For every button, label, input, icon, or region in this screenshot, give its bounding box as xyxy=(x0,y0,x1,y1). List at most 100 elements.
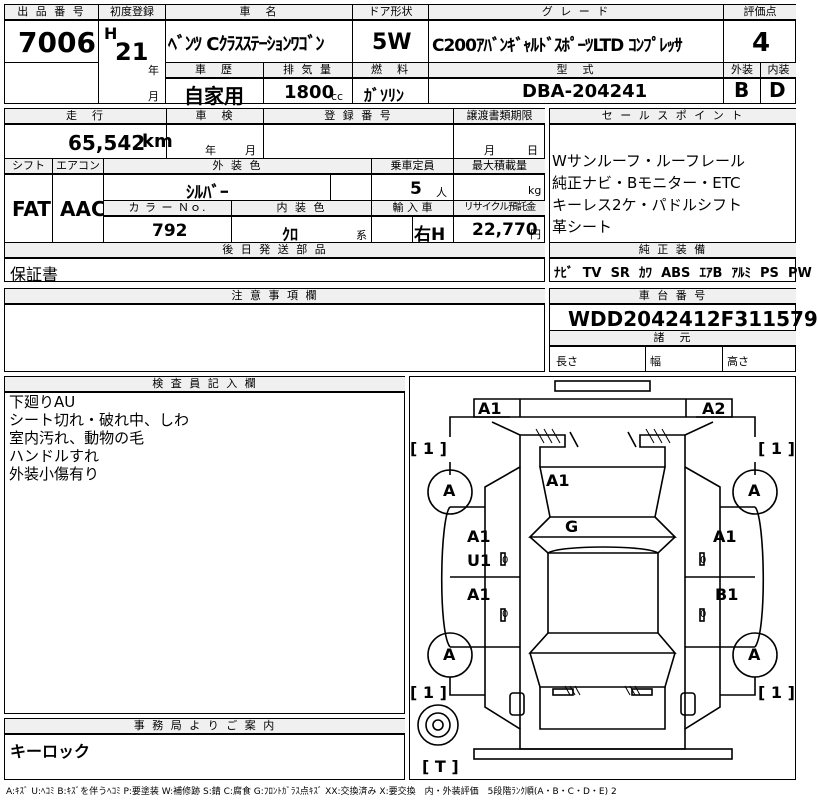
capacity-label: 乗車定員 xyxy=(372,159,453,174)
colorno-value: 792 xyxy=(152,221,188,241)
svg-text:0: 0 xyxy=(700,609,706,620)
year-unit: 年 xyxy=(148,64,159,77)
sales-lines: Wサンルーフ・ルーフレール 純正ナビ・Bモニター・ETC キーレス2ケ・パドルシ… xyxy=(552,152,792,236)
height-label: 高さ xyxy=(727,355,749,368)
equip-item: PW xyxy=(787,266,812,281)
equip-item: ﾅﾋﾞ xyxy=(554,266,574,281)
int-grade: D xyxy=(769,78,786,102)
inspector-line: シート切れ・破れ中、しわ xyxy=(9,411,190,429)
sales-line: 革シート xyxy=(552,218,613,236)
width-label: 幅 xyxy=(650,355,661,368)
mark-tire-spare: [ T ] xyxy=(422,757,459,776)
history-value: 自家用 xyxy=(184,84,244,108)
equip-item: ｶﾜ xyxy=(639,266,652,281)
mark-wheel-rl: A xyxy=(443,645,456,664)
grade-label: グ レ ー ド xyxy=(429,5,723,20)
mark-right-front-door: A1 xyxy=(713,527,737,546)
int-label: 内装 xyxy=(761,63,796,78)
mark-hood: A1 xyxy=(546,471,570,490)
plate-label: 登 録 番 号 xyxy=(264,109,453,124)
ac-label: エアコン xyxy=(53,159,103,174)
inspection-label: 車 検 xyxy=(167,109,263,124)
later-value: 保証書 xyxy=(10,265,59,284)
import-value: 右H xyxy=(414,225,446,245)
equip-item: ｱﾙﾐ xyxy=(731,266,751,281)
sales-point-block xyxy=(549,108,796,282)
mark-roof: G xyxy=(565,517,579,536)
mark-wheel-rr: A xyxy=(748,645,761,664)
equip-item: PS xyxy=(760,266,779,281)
inspector-line: 室内汚れ、動物の毛 xyxy=(9,429,145,447)
sales-line: キーレス2ケ・パドルシフト xyxy=(552,196,742,214)
legend-text: A:ｷｽﾞ U:ﾍｺﾐ B:ｷｽﾞを伴うﾍｺﾐ P:要塗装 W:補修跡 S:錆 … xyxy=(6,787,617,797)
shift-value: FAT xyxy=(12,197,51,221)
inspector-label: 検 査 員 記 入 欄 xyxy=(5,377,405,392)
import-label: 輸 入 車 xyxy=(372,201,453,216)
equip-list: ﾅﾋﾞ TV SR ｶﾜ ABS ｴｱB ｱﾙﾐ PS PW xyxy=(554,262,812,281)
transfer-month-unit: 月 xyxy=(484,144,495,157)
recycle-label: リサイクル預託金 xyxy=(454,201,545,216)
mark-tire-fr: [ 1 ] xyxy=(758,439,795,458)
mark-right-rear-door: B1 xyxy=(715,585,739,604)
car-name: ﾍﾞﾝﾂ Cｸﾗｽｽﾃｰｼｮﾝﾜｺﾞﾝ xyxy=(168,34,324,55)
score-label: 評価点 xyxy=(724,5,796,20)
equip-item: SR xyxy=(610,266,630,281)
transfer-day-unit: 日 xyxy=(527,144,538,157)
km-unit: km xyxy=(142,131,173,152)
sales-line: Wサンルーフ・ルーフレール xyxy=(552,152,746,170)
door-value: 5W xyxy=(372,30,412,55)
inspector-line: 下廻りAU xyxy=(9,393,76,411)
spec-label: 諸 元 xyxy=(550,331,796,346)
recycle-value: 22,770 xyxy=(472,220,538,240)
mark-tire-rr: [ 1 ] xyxy=(758,683,795,702)
name-label: 車 名 xyxy=(166,5,352,20)
mark-tire-rl: [ 1 ] xyxy=(410,683,447,702)
sales-label: セ ー ル ス ポ イ ン ト xyxy=(550,109,796,124)
capacity-value: 5 xyxy=(410,179,422,199)
mark-left-front-door-2: U1 xyxy=(467,551,492,570)
mark-wheel-fl: A xyxy=(443,481,456,500)
mark-front-left: A1 xyxy=(478,399,502,418)
sales-line: 純正ナビ・Bモニター・ETC xyxy=(552,174,741,192)
svg-text:0: 0 xyxy=(502,609,508,620)
load-label: 最大積載量 xyxy=(454,159,545,174)
color-value: ｼﾙﾊﾞｰ xyxy=(186,183,229,203)
svg-text:0: 0 xyxy=(502,555,508,566)
caution-label: 注 意 事 項 欄 xyxy=(5,289,545,304)
mark-wheel-fr: A xyxy=(748,481,761,500)
mark-tire-fl: [ 1 ] xyxy=(410,439,447,458)
ac-value: AAC xyxy=(60,197,106,221)
svg-text:0: 0 xyxy=(700,555,706,566)
caution-block xyxy=(4,288,545,372)
grade-value: C200ｱﾊﾞﾝｷﾞｬﾙﾄﾞｽﾎﾟｰﾂLTD ｺﾝﾌﾟﾚｯｻ xyxy=(432,36,683,56)
equip-item: ABS xyxy=(661,266,691,281)
mark-left-front-door: A1 xyxy=(467,527,491,546)
lot-number: 7006 xyxy=(18,26,96,59)
ext-grade: B xyxy=(734,78,750,102)
shift-label: シフト xyxy=(5,159,52,174)
month-unit: 月 xyxy=(148,90,159,103)
door-label: ドア形状 xyxy=(353,5,428,20)
score-value: 4 xyxy=(752,28,771,58)
later-label: 後 日 発 送 部 品 xyxy=(5,243,545,258)
cc-unit: cc xyxy=(331,90,344,103)
office-text: キーロック xyxy=(10,742,91,761)
vehicle-info-block xyxy=(4,108,545,282)
chassis-label: 車 台 番 号 xyxy=(550,289,796,304)
inspector-line: 外装小傷有り xyxy=(9,465,100,483)
mileage-label: 走 行 xyxy=(5,109,166,124)
disp-label: 排 気 量 xyxy=(264,63,352,78)
colorno-label: カ ラ ー Ｎｏ. xyxy=(104,201,231,216)
yen-unit: 円 xyxy=(530,228,541,241)
lot-label: 出 品 番 号 xyxy=(5,5,98,20)
fuel-value: ｶﾞｿﾘﾝ xyxy=(364,86,405,105)
inspector-line: ハンドルすれ xyxy=(9,447,100,465)
interior-value: ｸﾛ xyxy=(282,225,299,244)
mark-left-rear-door: A1 xyxy=(467,585,491,604)
model-label: 型 式 xyxy=(429,63,723,78)
reg-year: 21 xyxy=(115,38,149,66)
ext-label: 外装 xyxy=(724,63,760,78)
office-label: 事 務 局 よ り ご 案 内 xyxy=(5,719,405,734)
interior-label: 内 装 色 xyxy=(232,201,371,216)
displacement-value: 1800 xyxy=(284,82,335,103)
